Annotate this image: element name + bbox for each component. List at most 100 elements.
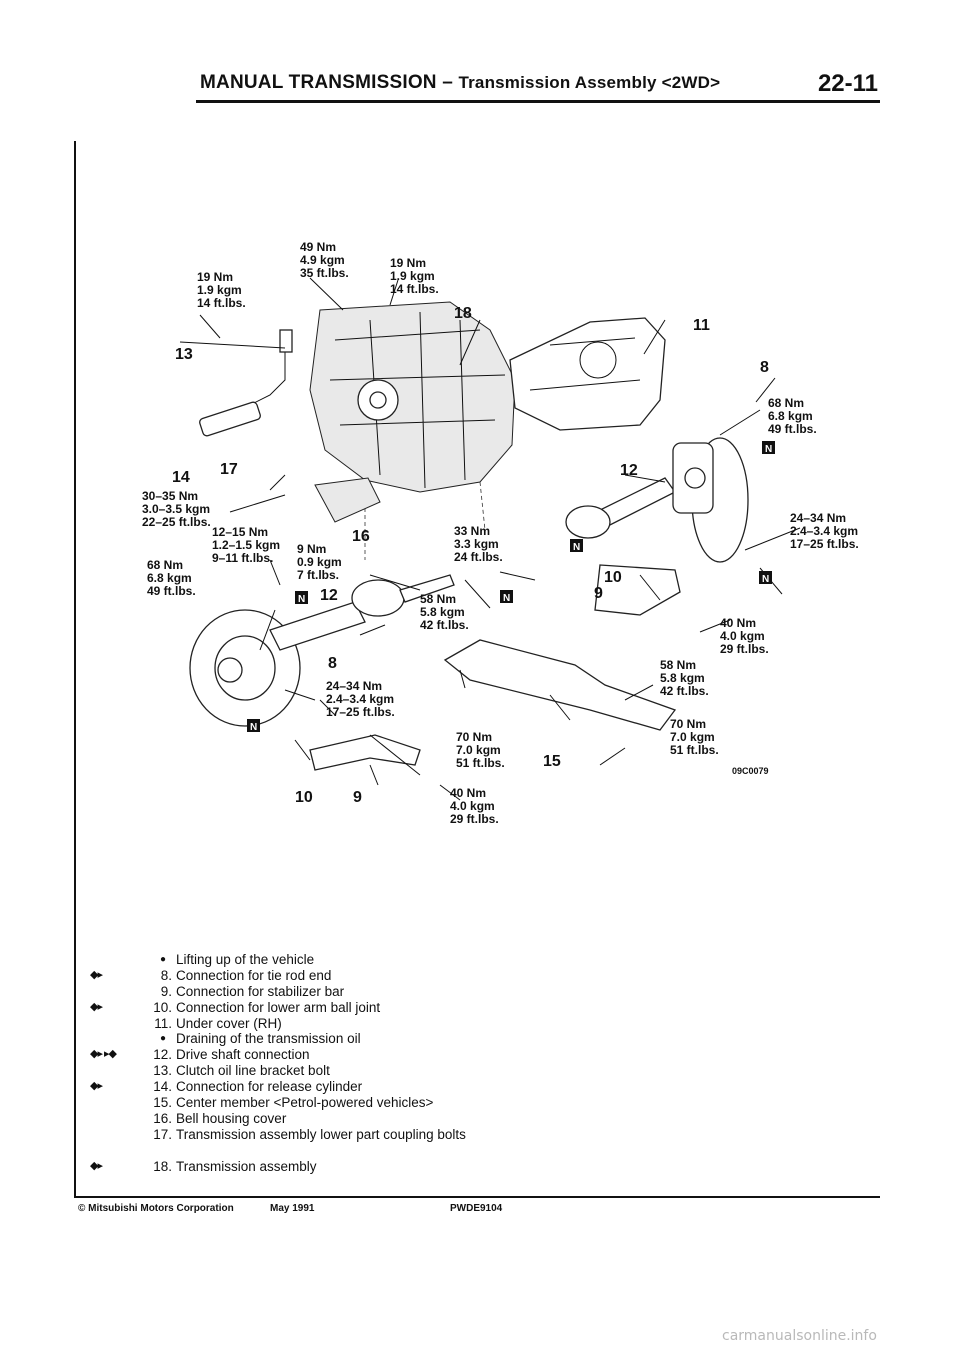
svg-text:49 ft.lbs.: 49 ft.lbs. xyxy=(768,422,817,436)
part-number-13: 13 xyxy=(175,346,193,363)
svg-text:4.9 kgm: 4.9 kgm xyxy=(300,253,345,267)
bullet-icon: ● xyxy=(160,954,167,965)
service-point-mark: ◆▸ xyxy=(90,968,103,981)
svg-text:N: N xyxy=(298,594,305,605)
svg-text:58 Nm: 58 Nm xyxy=(660,658,696,672)
part-number-9-right: 9 xyxy=(594,585,603,602)
svg-text:12–15 Nm: 12–15 Nm xyxy=(212,525,268,539)
svg-text:14 ft.lbs.: 14 ft.lbs. xyxy=(197,296,246,310)
diagram-code: 09C0079 xyxy=(732,766,769,776)
svg-text:5.8 kgm: 5.8 kgm xyxy=(660,671,705,685)
step-number: 8. xyxy=(160,967,172,983)
part-number-16: 16 xyxy=(352,528,370,545)
procedure-step: ●Draining of the transmission oil xyxy=(90,1031,690,1047)
svg-text:42 ft.lbs.: 42 ft.lbs. xyxy=(660,684,709,698)
procedure-list: ●Lifting up of the vehicle◆▸8.Connection… xyxy=(90,952,690,1174)
svg-text:2.4–3.4 kgm: 2.4–3.4 kgm xyxy=(790,524,858,538)
svg-text:N: N xyxy=(762,574,769,585)
part-number-14: 14 xyxy=(172,469,190,486)
svg-text:6.8 kgm: 6.8 kgm xyxy=(768,409,813,423)
svg-text:17–25 ft.lbs.: 17–25 ft.lbs. xyxy=(790,537,859,551)
svg-text:29 ft.lbs.: 29 ft.lbs. xyxy=(450,812,499,826)
footer-copyright: © Mitsubishi Motors Corporation xyxy=(78,1203,234,1214)
step-text: Drive shaft connection xyxy=(176,1047,310,1063)
svg-text:40 Nm: 40 Nm xyxy=(720,616,756,630)
svg-text:N: N xyxy=(503,593,510,604)
step-number: 13. xyxy=(153,1063,172,1079)
n-badge-right-low: N xyxy=(759,571,772,585)
step-text: Connection for stabilizer bar xyxy=(176,983,345,999)
step-text: Under cover (RH) xyxy=(176,1015,282,1031)
svg-text:40 Nm: 40 Nm xyxy=(450,786,486,800)
header-rule xyxy=(196,100,880,103)
step-number: 9. xyxy=(160,983,172,999)
part-number-12-left: 12 xyxy=(320,587,338,604)
svg-text:70 Nm: 70 Nm xyxy=(456,730,492,744)
n-badge-left-low: N xyxy=(247,719,260,733)
step-number: 15. xyxy=(153,1095,172,1111)
part-number-15: 15 xyxy=(543,753,561,770)
bullet-icon: ● xyxy=(160,1033,167,1045)
step-number: 12. xyxy=(153,1047,172,1063)
svg-text:24–34 Nm: 24–34 Nm xyxy=(790,511,846,525)
svg-text:51 ft.lbs.: 51 ft.lbs. xyxy=(456,756,505,770)
svg-text:4.0 kgm: 4.0 kgm xyxy=(720,629,765,643)
step-number: 11. xyxy=(154,1015,172,1031)
step-number: 18. xyxy=(153,1158,172,1174)
procedure-step: ◆▸8.Connection for tie rod end xyxy=(90,968,690,984)
svg-text:4.0 kgm: 4.0 kgm xyxy=(450,799,495,813)
procedure-step: ◆▸ 14.Connection for release cylinder xyxy=(90,1079,690,1095)
page-title: MANUAL TRANSMISSION – Transmission Assem… xyxy=(200,72,720,94)
svg-text:1.9 kgm: 1.9 kgm xyxy=(197,283,242,297)
svg-text:58 Nm: 58 Nm xyxy=(420,592,456,606)
procedure-step: 17.Transmission assembly lower part coup… xyxy=(90,1127,690,1159)
title-sub: Transmission Assembly <2WD> xyxy=(458,73,721,92)
step-text: Connection for release cylinder xyxy=(176,1079,363,1095)
svg-text:49 Nm: 49 Nm xyxy=(300,240,336,254)
part-number-10-right: 10 xyxy=(604,569,622,586)
step-number: 14. xyxy=(153,1079,172,1095)
watermark: carmanualsonline.info xyxy=(722,1328,877,1344)
svg-text:33 Nm: 33 Nm xyxy=(454,524,490,538)
step-text: Transmission assembly lower part couplin… xyxy=(176,1126,466,1142)
svg-text:0.9 kgm: 0.9 kgm xyxy=(297,555,342,569)
title-main: MANUAL TRANSMISSION – xyxy=(200,72,459,93)
procedure-step: ◆▸18.Transmission assembly xyxy=(90,1159,690,1175)
svg-text:19 Nm: 19 Nm xyxy=(197,270,233,284)
svg-text:2.4–3.4 kgm: 2.4–3.4 kgm xyxy=(326,692,394,706)
page-header: MANUAL TRANSMISSION – Transmission Assem… xyxy=(200,70,880,98)
bell-housing-cover-illustration xyxy=(314,477,381,523)
step-number: 16. xyxy=(153,1110,172,1126)
svg-text:6.8 kgm: 6.8 kgm xyxy=(147,571,192,585)
n-badge-left: N xyxy=(295,591,308,605)
left-lower-arm-illustration xyxy=(309,734,421,771)
step-text: Lifting up of the vehicle xyxy=(176,952,315,967)
step-text: Clutch oil line bracket bolt xyxy=(176,1063,330,1079)
procedure-step: 13.Clutch oil line bracket bolt xyxy=(90,1063,690,1079)
svg-text:17–25 ft.lbs.: 17–25 ft.lbs. xyxy=(326,705,395,719)
svg-text:70 Nm: 70 Nm xyxy=(670,717,706,731)
procedure-step: ◆▸10.Connection for lower arm ball joint xyxy=(90,1000,690,1016)
step-number: 10. xyxy=(153,999,172,1015)
service-point-mark: ◆▸ xyxy=(90,1080,103,1093)
step-text: Connection for lower arm ball joint xyxy=(176,999,381,1015)
n-badge-center: N xyxy=(500,590,513,604)
svg-text:30–35 Nm: 30–35 Nm xyxy=(142,489,198,503)
right-hub-illustration xyxy=(565,437,749,563)
svg-text:N: N xyxy=(573,542,580,553)
leader-lines xyxy=(179,277,801,801)
svg-text:14 ft.lbs.: 14 ft.lbs. xyxy=(390,282,439,296)
svg-text:68 Nm: 68 Nm xyxy=(768,396,804,410)
n-badge-right-mid: N xyxy=(570,539,583,553)
footer-rule xyxy=(74,1196,880,1198)
